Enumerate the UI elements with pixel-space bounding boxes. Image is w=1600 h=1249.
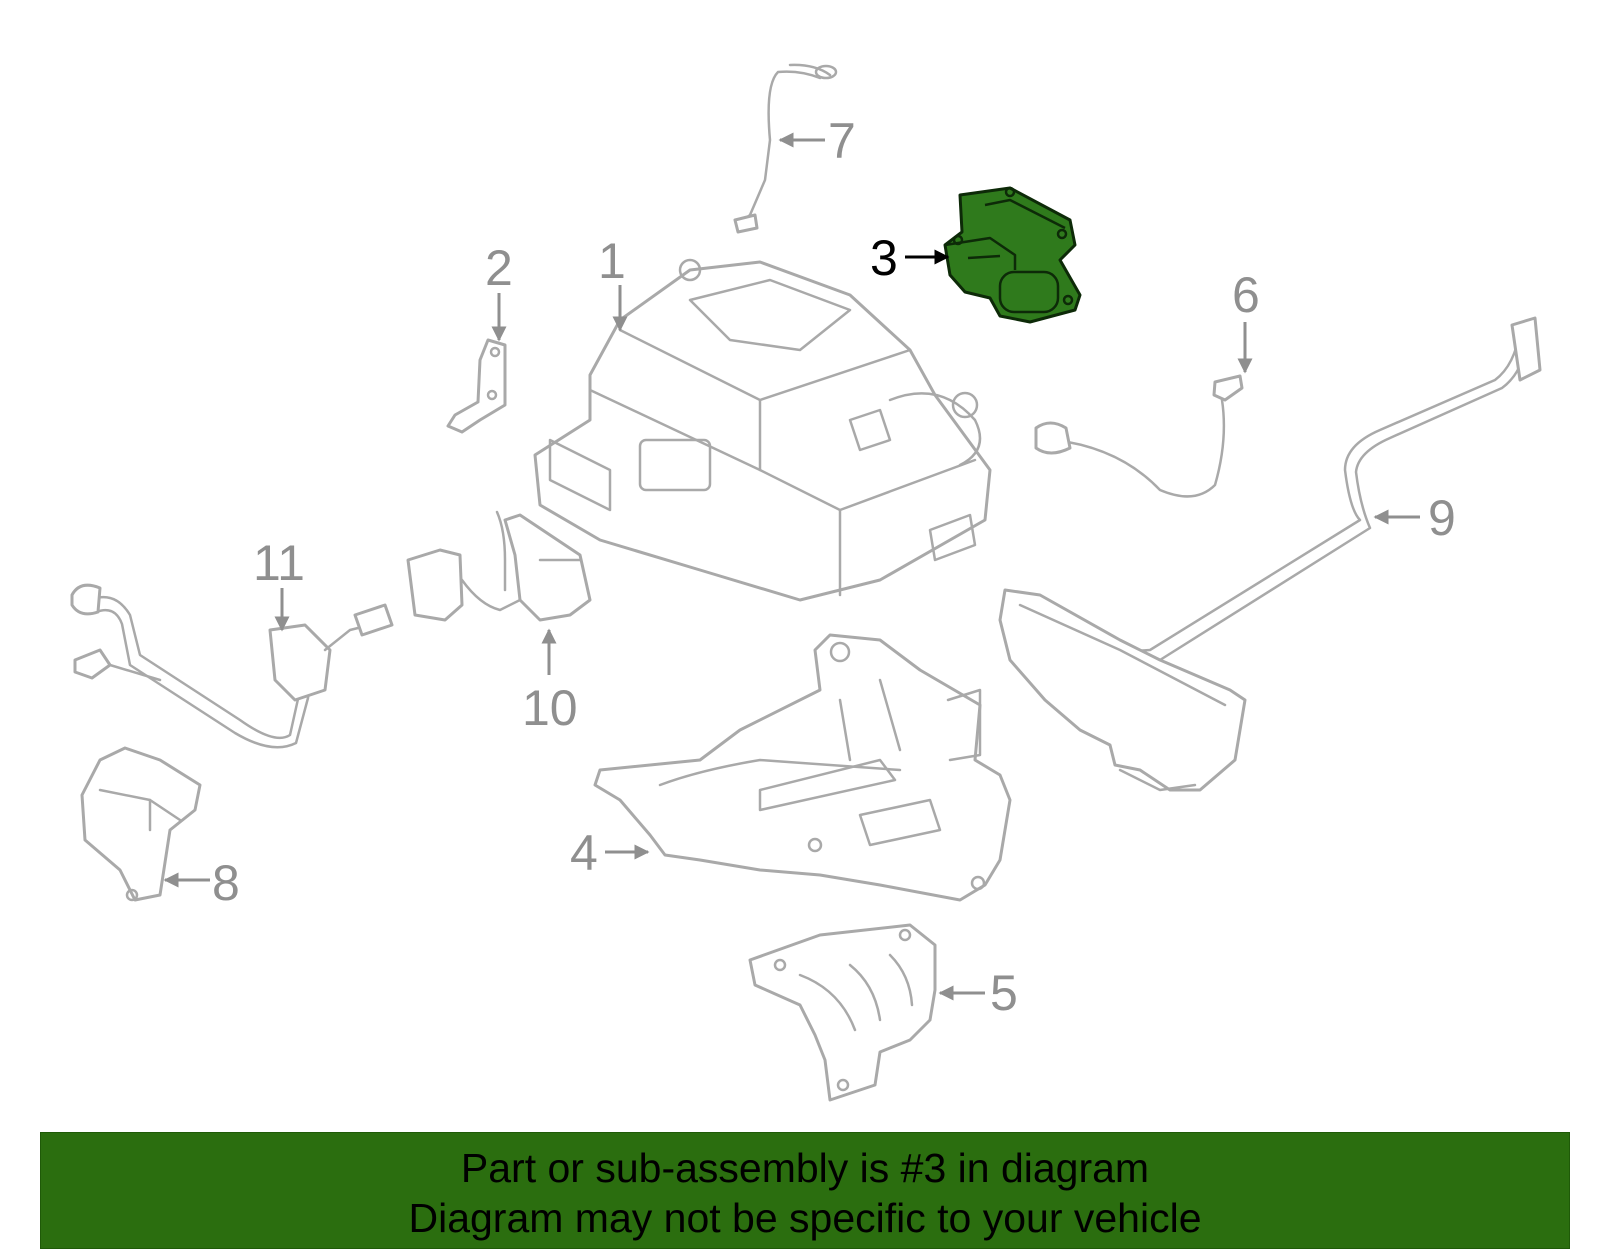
callout-10: 10 [522,628,578,736]
part-10-connector [406,510,592,622]
callout-7: 7 [778,113,856,169]
callout-8: 8 [163,855,240,911]
callout-4: 4 [570,825,650,881]
callout-2: 2 [485,240,513,342]
callout-11: 11 [253,535,305,632]
info-banner: Part or sub-assembly is #3 in diagram Di… [40,1132,1570,1249]
callout-9: 9 [1373,490,1456,546]
callout-label-4: 4 [570,825,598,881]
part-6-cable [1034,374,1244,498]
callout-label-10: 10 [522,680,578,736]
banner-line-disclaimer: Diagram may not be specific to your vehi… [408,1195,1202,1241]
callout-label-3: 3 [870,230,898,286]
callout-5: 5 [938,965,1018,1021]
callout-6: 6 [1232,267,1260,374]
callout-label-5: 5 [990,965,1018,1021]
callout-label-2: 2 [485,240,513,296]
banner-line-part-number: Part or sub-assembly is #3 in diagram [460,1145,1150,1191]
part-3-highlighted-module [943,186,1082,324]
parts-diagram: 1 2 3 4 5 6 7 8 9 10 11 [70,63,1542,1102]
callout-label-11: 11 [253,535,305,591]
callout-label-6: 6 [1232,267,1260,323]
part-5-heat-shield [748,923,937,1102]
part-2-bracket [446,338,507,434]
callout-label-1: 1 [598,233,626,289]
part-1-inverter-assembly [533,258,992,602]
part-8-shield [80,746,202,902]
part-4-tray [593,633,1012,902]
callout-label-9: 9 [1428,490,1456,546]
part-7-ground-strap [733,63,838,234]
callout-label-8: 8 [212,855,240,911]
part-9-harness [998,316,1542,792]
callout-3: 3 [870,230,950,286]
part-11-hose [70,583,394,749]
callout-1: 1 [598,233,628,332]
callout-label-7: 7 [828,113,856,169]
